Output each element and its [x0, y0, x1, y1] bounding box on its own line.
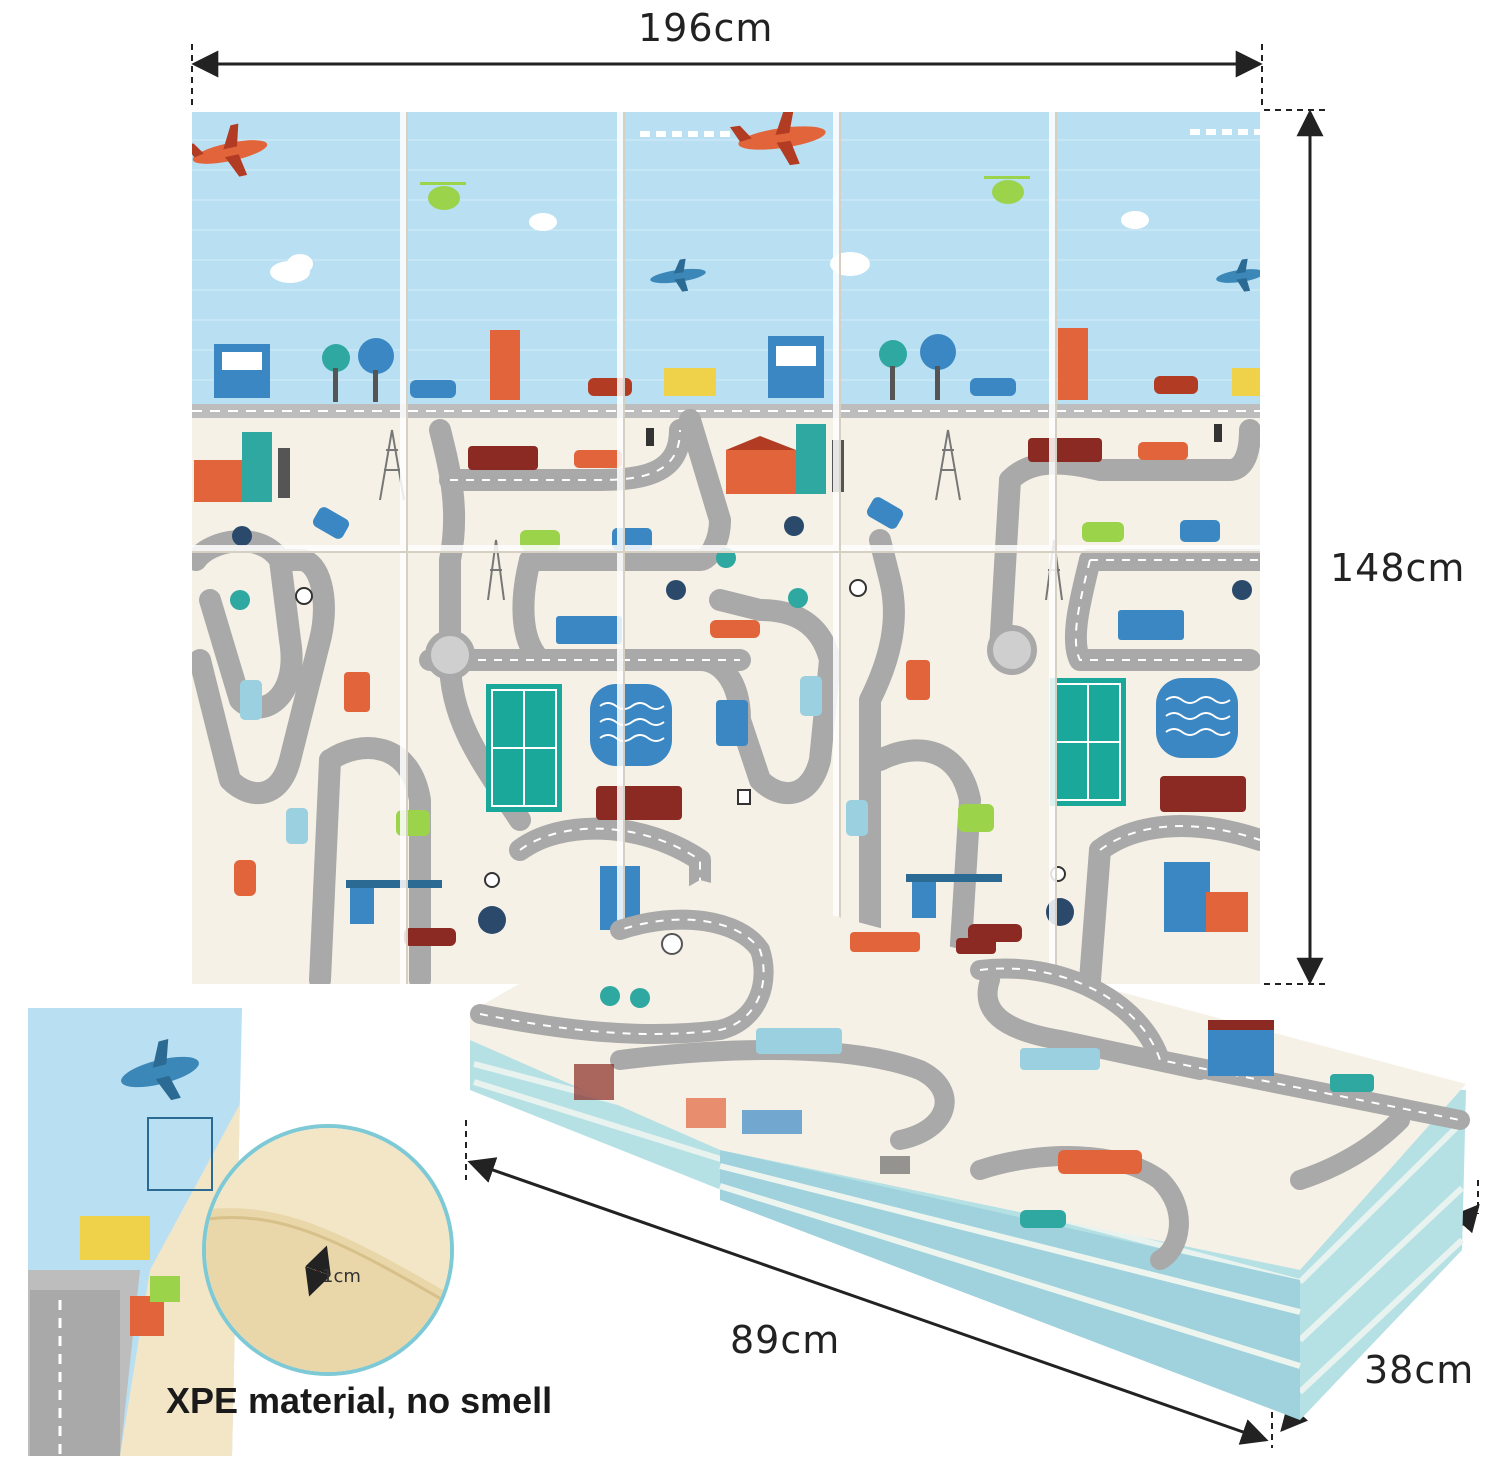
tennis-court-icon	[486, 678, 1126, 812]
sky-area	[192, 112, 1260, 412]
airplane-icon	[192, 112, 1260, 292]
length-arrow	[467, 1157, 1269, 1445]
fold-lines	[192, 112, 1260, 984]
material-closeup: 1cm	[28, 1008, 454, 1456]
airplane-icon	[121, 1039, 199, 1101]
building-icon	[194, 424, 1248, 932]
pool-icon	[590, 678, 1238, 766]
helicopter-icon	[420, 176, 1030, 210]
skyline	[214, 328, 1260, 402]
traffic-light-icon	[295, 424, 1222, 888]
width-label: 196cm	[638, 6, 774, 50]
folded-depth-label: 38cm	[1364, 1348, 1475, 1392]
folded-length-label: 89cm	[730, 1318, 841, 1362]
dimension-lines	[191, 44, 1480, 1448]
folded-play-mat	[470, 880, 1470, 1420]
material-caption: XPE material, no smell	[166, 1380, 553, 1421]
truck-icon	[80, 1216, 150, 1260]
unfolded-play-mat	[192, 112, 1260, 984]
height-label: 148cm	[1330, 546, 1466, 590]
folded-top-surface	[470, 880, 1466, 1270]
thickness-arrow	[305, 1245, 331, 1297]
thickness-label: 1cm	[322, 1266, 361, 1287]
